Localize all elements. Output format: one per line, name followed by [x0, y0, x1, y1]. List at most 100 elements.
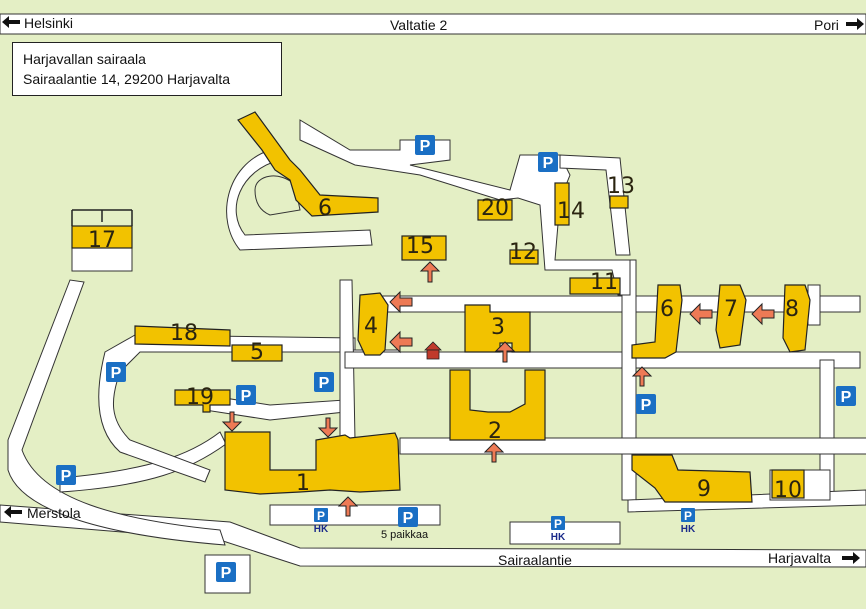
parking-icon: P — [106, 362, 126, 382]
direction-merstola: Merstola — [27, 505, 81, 521]
svg-text:P: P — [319, 375, 330, 392]
building-label: 9 — [697, 477, 711, 502]
svg-text:P: P — [61, 468, 72, 485]
building-3-shape — [464, 304, 531, 353]
parking-icon: P — [236, 385, 256, 405]
road-label-sairaalantie: Sairaalantie — [498, 552, 572, 568]
building-20-shape — [477, 199, 513, 221]
arrow-icon — [317, 417, 339, 438]
svg-text:P: P — [641, 397, 652, 414]
building-5-shape — [231, 344, 283, 362]
building-numbers: 1 2 3 4 5 6 6 7 8 9 10 11 12 13 14 15 17… — [88, 174, 802, 503]
building-label: 11 — [590, 270, 618, 295]
hospital-address: Sairaalantie 14, 29200 Harjavalta — [23, 71, 231, 87]
building-8-shape — [782, 284, 811, 353]
building-6b-shape — [631, 284, 683, 359]
building-label: 6 — [660, 297, 674, 322]
parking-icon: P — [415, 135, 435, 155]
building-label: 18 — [170, 321, 198, 346]
building-2-shape — [449, 369, 546, 441]
building-label: 19 — [186, 385, 214, 410]
arrow-right-icon — [846, 18, 864, 30]
road-sairaalantie — [0, 504, 866, 568]
building-label: 14 — [557, 199, 585, 224]
building-11-shape — [569, 277, 621, 295]
direction-helsinki: Helsinki — [24, 15, 73, 31]
chapel-icon — [424, 341, 442, 360]
hk-label: HK — [681, 524, 696, 535]
arrow-icon — [483, 442, 505, 463]
building-1-shape — [224, 431, 401, 495]
svg-text:P: P — [241, 388, 252, 405]
direction-pori: Pori — [814, 17, 839, 33]
arrow-icon — [389, 290, 413, 314]
svg-text:P: P — [554, 517, 562, 531]
arrow-left-icon — [4, 506, 22, 518]
parking-icon: P — [538, 152, 558, 172]
building-label: 13 — [607, 174, 635, 199]
parking-signs: P P P P P P P P P P P P P HK HK HK 5 pai… — [56, 135, 856, 582]
building-label: 17 — [88, 228, 116, 253]
parking-icon: P — [398, 507, 418, 527]
hk-label: HK — [551, 532, 566, 543]
svg-text:P: P — [221, 565, 232, 582]
arrow-icon — [221, 411, 243, 432]
svg-text:P: P — [420, 138, 431, 155]
road-label-valtatie: Valtatie 2 — [390, 17, 448, 33]
building-6a-shape — [237, 111, 379, 217]
arrow-icon — [494, 341, 516, 363]
hospital-info-box: Harjavallan sairaala Sairaalantie 14, 29… — [12, 42, 282, 96]
building-17-markers — [71, 209, 133, 226]
building-label: 5 — [250, 340, 264, 365]
arrow-icon — [337, 496, 359, 517]
arrow-icon — [751, 302, 775, 326]
building-label: 4 — [364, 314, 378, 339]
parking-icon: P — [314, 372, 334, 392]
building-label: 2 — [488, 419, 502, 444]
building-9-shape — [631, 454, 753, 503]
direction-harjavalta: Harjavalta — [768, 550, 831, 566]
building-19-shape — [174, 389, 231, 413]
building-label: 6 — [318, 196, 332, 221]
entrance-arrows — [221, 261, 775, 517]
building-4-shape — [357, 292, 389, 356]
svg-text:P: P — [684, 509, 692, 523]
arrow-left-icon — [2, 16, 20, 28]
building-7-shape — [715, 284, 747, 349]
svg-text:P: P — [317, 509, 325, 523]
building-label: 8 — [785, 297, 799, 322]
arrow-icon — [689, 302, 713, 326]
building-15-shape — [401, 235, 447, 261]
arrow-icon — [389, 330, 413, 354]
parking-icon: P — [216, 562, 236, 582]
parking-hk-icon: P — [681, 508, 695, 523]
arrow-icon — [419, 261, 441, 283]
building-label: 10 — [774, 478, 802, 503]
highway-valtatie-2 — [0, 13, 866, 35]
building-18-shape — [134, 325, 231, 347]
arrow-right-icon — [842, 552, 860, 564]
parking-icon: P — [56, 465, 76, 485]
building-label: 3 — [491, 315, 505, 340]
building-17-shape — [71, 225, 133, 249]
building-12-shape — [509, 249, 539, 265]
arrow-icon — [631, 366, 653, 387]
building-10-shape — [771, 469, 805, 499]
svg-text:P: P — [111, 365, 122, 382]
building-label: 1 — [296, 471, 310, 496]
building-label: 7 — [724, 297, 738, 322]
svg-text:P: P — [403, 510, 414, 527]
parking-icon: P — [636, 394, 656, 414]
svg-text:P: P — [543, 155, 554, 172]
building-13-shape — [609, 195, 629, 209]
buildings-layer — [71, 111, 811, 503]
parking-hk-icon: P — [314, 508, 328, 523]
hospital-name: Harjavallan sairaala — [23, 51, 146, 67]
hk-label: HK — [314, 524, 329, 535]
parking-hk-icon: P — [551, 516, 565, 531]
building-label: 12 — [509, 240, 537, 265]
building-label: 20 — [481, 196, 509, 221]
building-label: 15 — [406, 234, 434, 259]
road-labels: Helsinki Valtatie 2 Pori Merstola Sairaa… — [2, 15, 864, 568]
